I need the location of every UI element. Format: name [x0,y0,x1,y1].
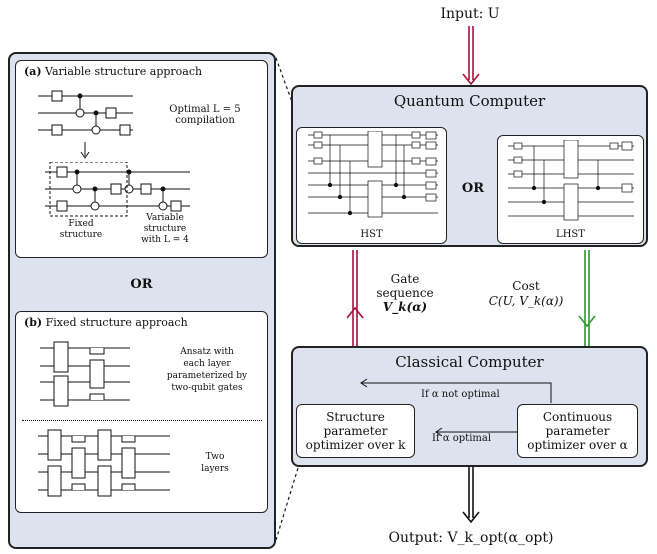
gate-sequence-label: Gate sequence V_k(α) [360,272,450,314]
structure-optimizer: Structure parameter optimizer over k [296,404,415,458]
output-arrow [462,467,480,524]
layers-line: layers [201,464,229,474]
optimal-label-text: If α optimal [432,433,492,444]
label-b: (b) [24,316,43,329]
variable-structure-text: Variable structure approach [45,65,203,78]
variable-structure-line: structure [143,224,187,234]
fixed-line: Fixed [68,219,94,229]
continuous-line-3: optimizer over α [527,438,628,452]
input-label: Input: U [440,6,500,22]
variable-structure-label: Variable structure with L = 4 [130,213,200,246]
zoom-line-bottom [275,467,299,541]
two-layer-circuit [38,429,170,497]
gate-line-1: Gate [390,272,420,286]
down-arrow-icon [80,142,90,159]
input-arrow [462,26,480,86]
variable-line: Variable [146,213,184,223]
gate-line-2: sequence [376,286,434,300]
fixed-structure-text: Fixed structure approach [45,316,188,329]
approach-or-label: OR [130,277,153,292]
fixed-structure-title: (b) Fixed structure approach [24,316,188,329]
ansatz-circuit [40,341,130,407]
optimal-label: Optimal L = 5 compilation [150,104,260,126]
compilation-line: compilation [175,115,235,126]
ansatz-line-4: two-qubit gates [171,383,243,393]
continuous-line-1: Continuous [542,410,613,424]
classical-computer-title: Classical Computer [395,353,544,371]
two-layers-label: Two layers [185,451,245,475]
not-optimal-label: If α not optimal [421,389,500,400]
continuous-line-2: parameter [545,424,610,438]
two-line: Two [205,452,225,462]
cost-label: Cost C(U, V_k(α)) [470,279,582,309]
ansatz-line-3: parameterized by [166,371,248,381]
ansatz-line-1: Ansatz with [180,347,234,357]
optimal-line: Optimal L = 5 [169,104,241,115]
quantum-computer-title: Quantum Computer [393,92,546,110]
hst-circuit [308,131,438,218]
with-l-line: with L = 4 [141,235,189,245]
ansatz-label: Ansatz with each layer parameterized by … [152,346,262,394]
variable-structure-title: (a) Variable structure approach [24,65,202,78]
fixed-structure-label: Fixed structure [46,219,116,241]
structure-line-2: parameter [323,424,388,438]
cost-line-2: C(U, V_k(α)) [488,294,564,308]
lhst-label: LHST [556,229,585,240]
cost-line-1: Cost [512,279,540,293]
fixed-structure-line: structure [59,230,103,240]
ansatz-line-2: each layer [183,359,231,369]
optimal-circuit [38,90,133,136]
variable-circuit [45,162,190,217]
feedback-arrows [360,378,552,437]
label-a: (a) [24,65,42,78]
gate-line-3: V_k(α) [382,300,428,314]
quantum-or-label: OR [461,181,485,196]
structure-line-3: optimizer over k [305,438,406,452]
lhst-circuit [508,140,634,221]
continuous-optimizer: Continuous parameter optimizer over α [517,404,638,458]
output-label: Output: V_k_opt(α_opt) [388,530,554,546]
structure-line-1: Structure [326,410,385,424]
hst-label: HST [360,229,383,240]
dotted-divider [22,420,262,421]
